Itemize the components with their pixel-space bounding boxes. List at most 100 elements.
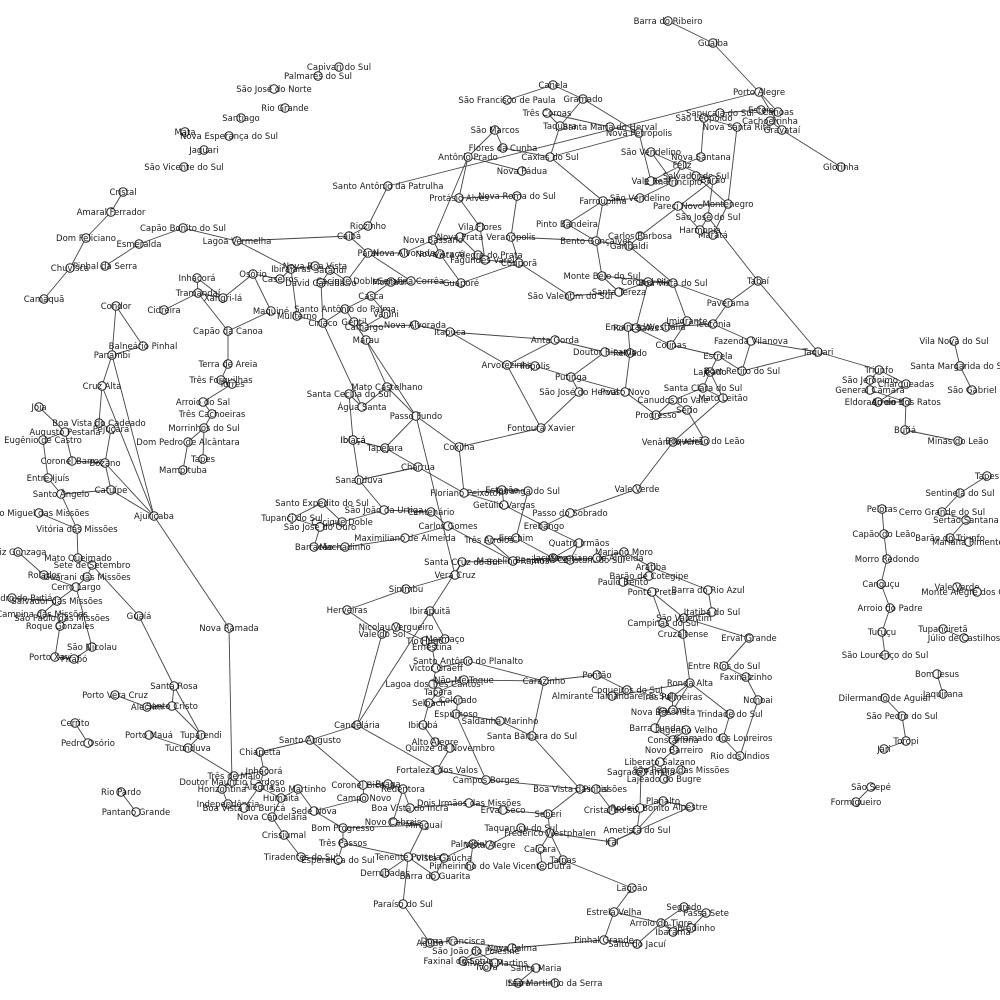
graph-node: Rolador <box>28 570 61 581</box>
graph-node: Rio dos Índios <box>710 750 770 762</box>
node-label: Maratá <box>698 231 728 241</box>
graph-node: Paraíso do Sul <box>373 899 433 910</box>
node-label: Centenário <box>408 508 455 518</box>
node-marker <box>451 709 461 719</box>
node-marker <box>255 747 265 757</box>
graph-edge <box>595 200 604 242</box>
node-marker <box>448 936 458 946</box>
graph-node: Sapucaia do Sul <box>686 108 754 119</box>
graph-edge <box>741 340 752 372</box>
node-marker <box>659 774 669 784</box>
node-label: Guaíba <box>698 39 728 49</box>
node-label: Mata <box>174 128 195 138</box>
graph-node: Taquari <box>802 347 833 358</box>
graph-edge <box>98 385 103 424</box>
node-label: São Pedro das Missões <box>633 766 730 776</box>
node-marker <box>110 690 120 700</box>
graph-node: Itatiba do Sul <box>684 607 740 618</box>
node-label: Nonoai <box>743 696 773 706</box>
graph-node: Coronel Barros <box>41 456 104 467</box>
graph-node: Erebango <box>524 521 564 532</box>
node-marker <box>937 507 947 517</box>
node-label: Rio dos Índios <box>710 750 770 762</box>
graph-node: Machadinho <box>319 542 371 553</box>
graph-edge <box>291 517 321 528</box>
node-label: Rio Pardo <box>101 788 141 798</box>
node-marker <box>254 782 264 792</box>
graph-node: Santa Margarida do Sul <box>910 361 1000 372</box>
node-marker <box>94 418 104 428</box>
graph-edge <box>601 275 674 284</box>
node-label: Engenho Velho <box>654 726 717 736</box>
node-marker <box>280 103 290 113</box>
node-marker <box>746 336 756 346</box>
node-marker <box>425 606 435 616</box>
node-marker <box>380 443 390 453</box>
node-marker <box>972 587 982 597</box>
graph-node: Quatro Irmãos <box>549 538 610 549</box>
graph-edge <box>515 490 529 539</box>
node-label: Santo Ângelo <box>33 488 90 500</box>
node-marker <box>381 309 391 319</box>
graph-edge <box>709 371 724 399</box>
node-label: Dona Francisca <box>421 937 486 947</box>
graph-node: Santo Antônio do Palma <box>294 304 396 315</box>
node-label: São Paulo das Missões <box>14 614 110 624</box>
graph-node: Itaara <box>506 978 530 989</box>
graph-node: Dom Pedro de Alcântara <box>136 437 240 448</box>
node-label: Caseiros <box>262 275 299 285</box>
node-label: São José do Ouro <box>284 522 356 533</box>
node-marker <box>658 796 668 806</box>
graph-edge <box>313 810 344 829</box>
node-label: Horizontina <box>198 785 247 795</box>
node-label: Santa Cecília do Sul <box>307 390 392 400</box>
node-marker <box>67 456 77 466</box>
node-label: Pejuçara <box>93 425 129 435</box>
graph-edge <box>707 179 714 218</box>
graph-edge <box>436 769 487 781</box>
graph-node: Tabaí <box>746 276 770 287</box>
graph-node: Teutônia <box>694 319 731 330</box>
node-marker <box>667 692 677 702</box>
node-label: Tucunduva <box>164 744 211 754</box>
node-marker <box>399 248 409 258</box>
graph-node: Itapuca <box>434 327 466 338</box>
node-label: Paraíso do Sul <box>373 900 433 910</box>
node-label: Gravataí <box>764 126 801 136</box>
node-marker <box>149 511 159 521</box>
node-marker <box>703 585 713 595</box>
graph-node: Cacique Doble <box>311 517 373 528</box>
graph-node: São Valentim <box>656 613 712 624</box>
node-marker <box>418 720 428 730</box>
node-label: Novo Cabrais <box>365 818 422 828</box>
node-label: Vale Real <box>632 177 671 187</box>
graph-edge <box>552 542 580 559</box>
node-label: Barra do Rio Azul <box>671 586 744 596</box>
node-marker <box>456 278 466 288</box>
node-label: Vista Gaúcha <box>416 854 472 864</box>
node-label: Ibiaçá <box>340 436 365 446</box>
node-label: Fagundes Varela <box>450 256 520 266</box>
graph-node: São Pedro do Butiá <box>0 593 52 604</box>
graph-node: Vicente Dutra <box>513 861 571 872</box>
node-label: Crissiumal <box>262 831 306 841</box>
node-label: Amaral Ferrador <box>77 208 146 218</box>
node-marker <box>874 365 884 375</box>
graph-edge <box>602 197 641 202</box>
graph-edge <box>111 305 117 356</box>
graph-node: Mampituba <box>159 465 207 476</box>
graph-node: Almirante Tamandaré do Sul <box>552 691 672 702</box>
node-label: Nova Roma do Sul <box>478 192 556 202</box>
graph-node: Floriano Peixoto <box>430 488 498 499</box>
graph-node: São Pedro das Missões <box>633 765 730 776</box>
node-label: Ibirapuitã <box>410 607 451 617</box>
graph-edge <box>458 195 518 199</box>
graph-edge <box>494 962 537 969</box>
node-marker <box>43 473 53 483</box>
node-label: Erval Seco <box>481 806 526 816</box>
graph-edge <box>356 724 438 771</box>
node-marker <box>634 128 644 138</box>
graph-node: Três Arroios <box>463 535 514 546</box>
graph-node: Ronda Alta <box>667 678 713 689</box>
node-marker <box>482 962 492 972</box>
